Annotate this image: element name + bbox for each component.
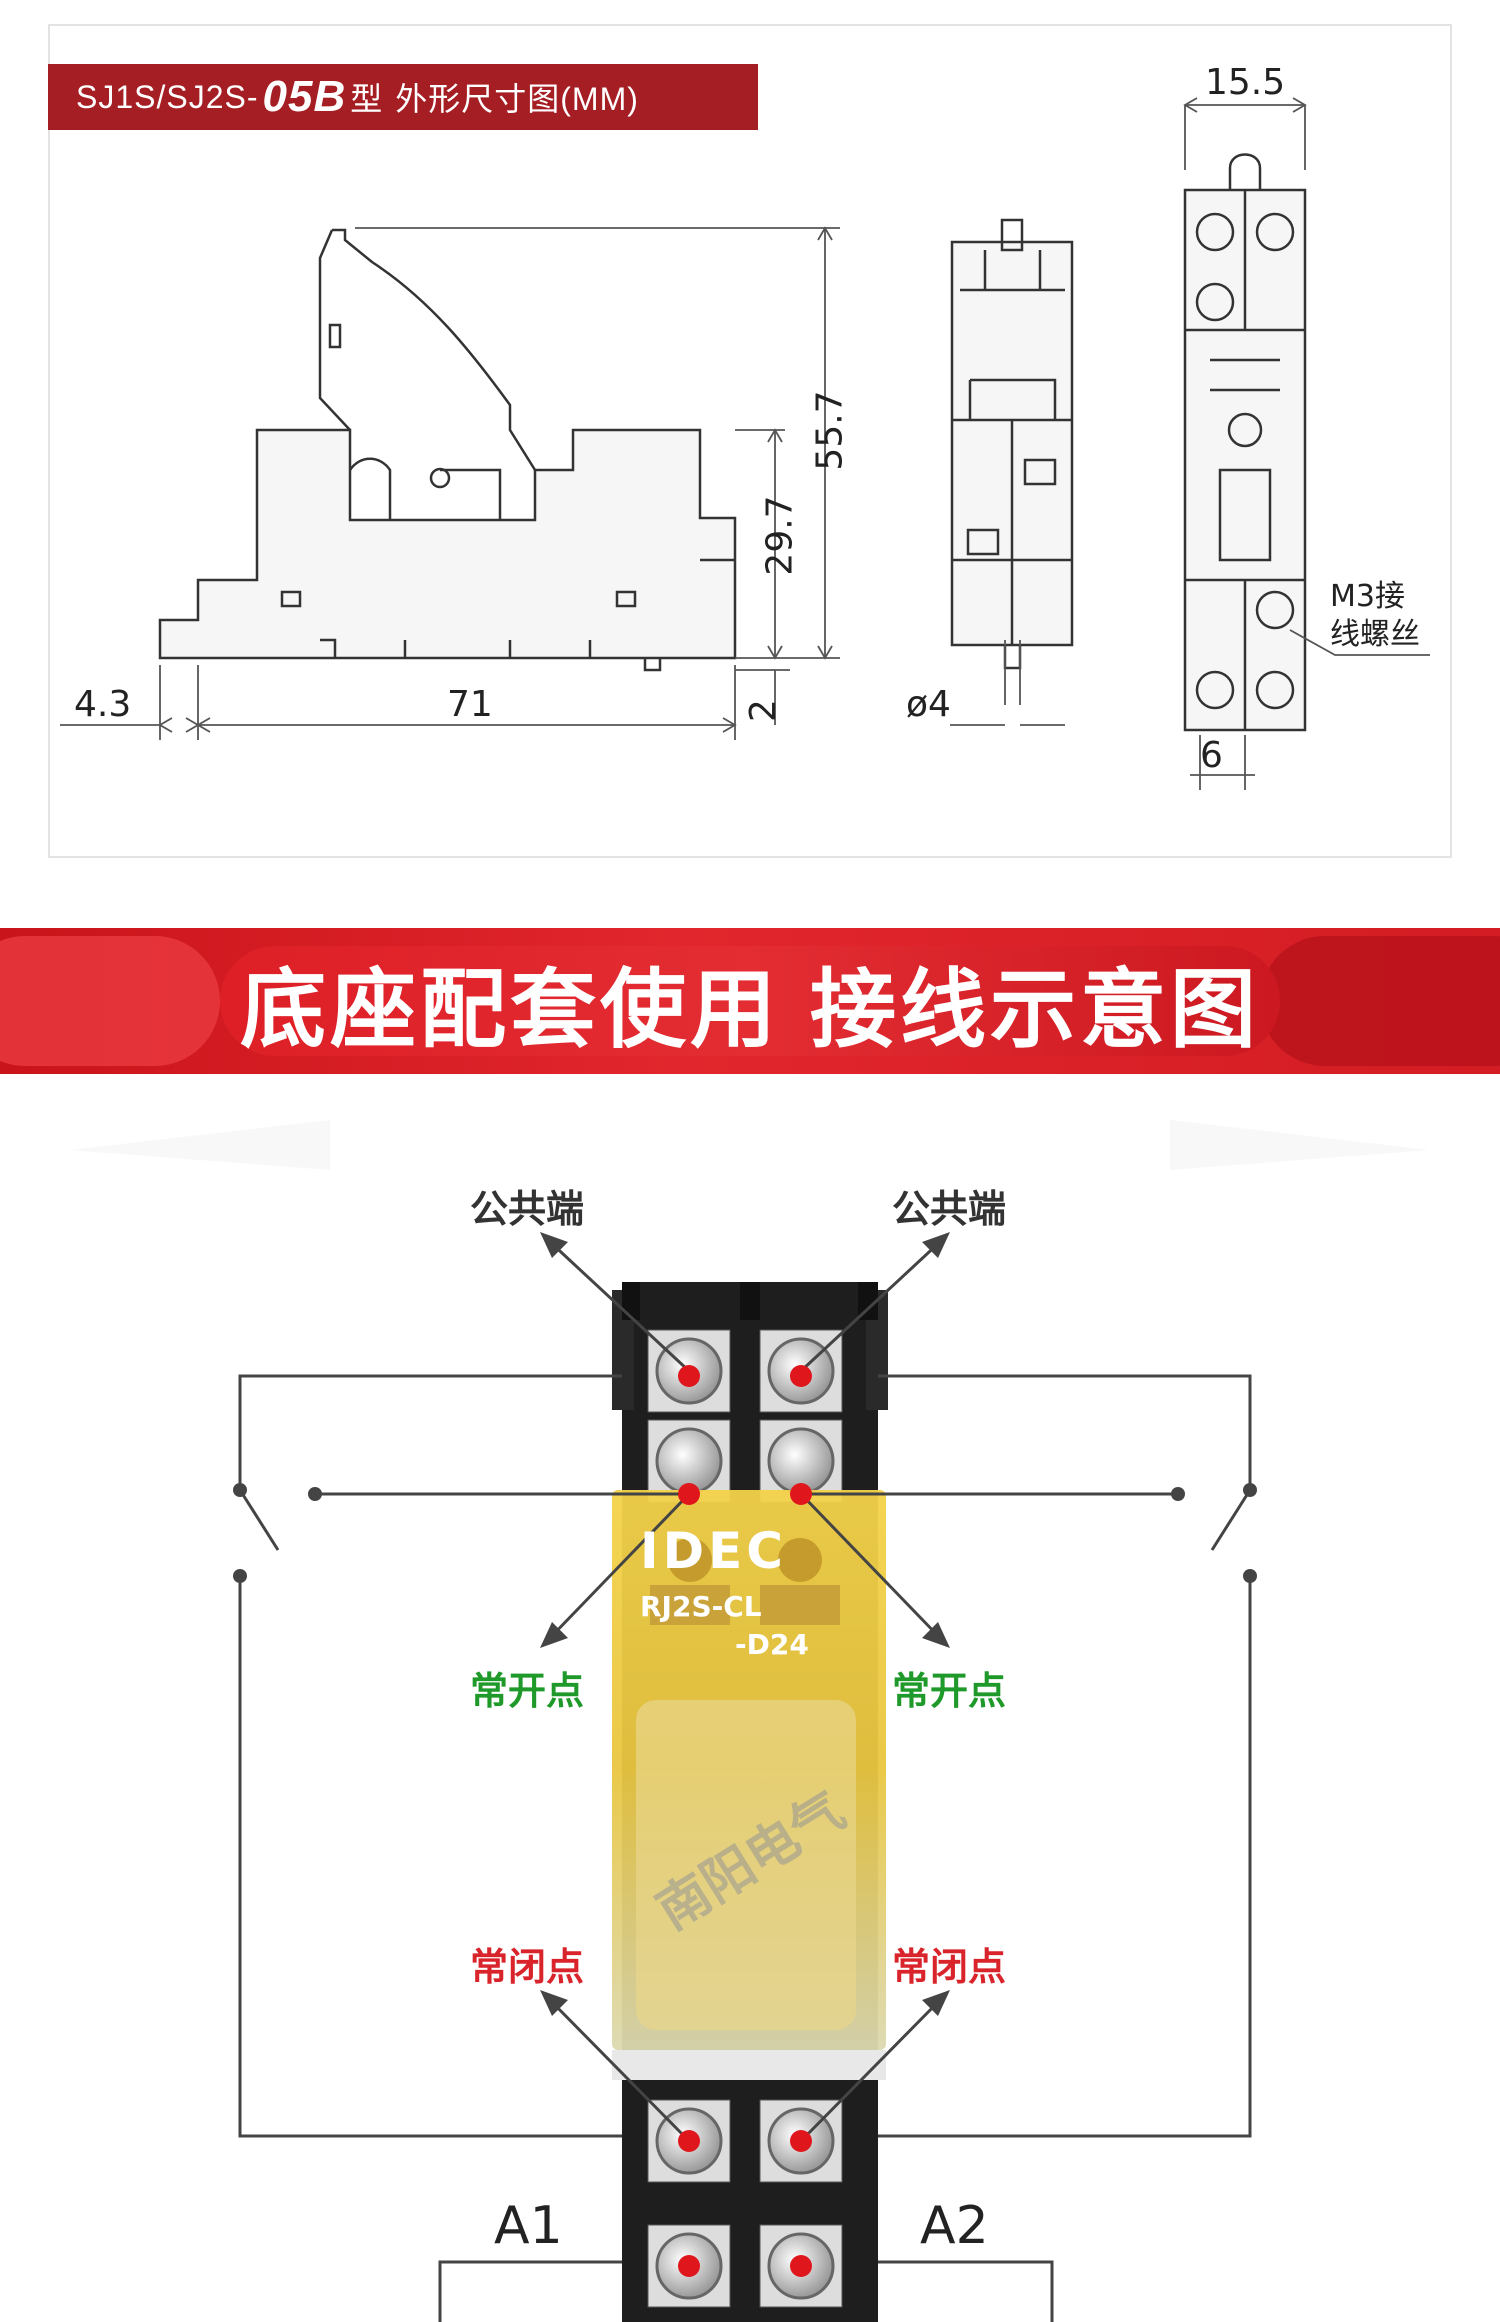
circuit-wires	[238, 1374, 1252, 2322]
screw-note: M3接 线螺丝	[1330, 578, 1420, 654]
arrow-heads	[540, 1232, 950, 2016]
dim-length: 71	[447, 684, 493, 725]
label-coil-a1: A1	[494, 2196, 563, 2256]
label-no-left: 常开点	[470, 1669, 585, 1713]
label-no-right: 常开点	[892, 1669, 1007, 1713]
screw-note-line1: M3接	[1330, 579, 1405, 614]
socket-side-view	[158, 228, 737, 672]
label-common-left: 公共端	[470, 1187, 585, 1231]
banner-text-left: 底座配套使用	[240, 961, 780, 1058]
relay-model-line2: -D24	[735, 1628, 809, 1661]
terminal-dots	[678, 1365, 812, 2277]
banner-decoration-right	[1260, 936, 1500, 1066]
dim-hole-diameter: ø4	[906, 684, 951, 725]
socket-front-view	[950, 218, 1074, 670]
dimension-title: SJ1S/SJ2S- 05B 型 外形尺寸图(MM)	[48, 64, 758, 130]
dim-terminal-pitch: 6	[1200, 735, 1223, 776]
background-rays	[70, 1120, 1430, 1170]
socket-top-view	[1183, 153, 1307, 732]
leader-arrows	[546, 1238, 944, 2143]
dim-width-top: 15.5	[1205, 62, 1286, 103]
banner-text-right: 接线示意图	[810, 961, 1260, 1058]
dim-left-offset: 4.3	[74, 684, 132, 725]
banner-bar	[220, 946, 1280, 1056]
label-coil-a2: A2	[920, 2196, 989, 2256]
screw-note-line2: 线螺丝	[1330, 617, 1420, 652]
title-caption: 外形尺寸图(MM)	[395, 81, 639, 117]
label-nc-left: 常闭点	[470, 1945, 585, 1989]
title-model-suffix: 型	[350, 81, 384, 117]
section-banner	[0, 928, 1500, 1074]
banner-heading: 底座配套使用 接线示意图	[0, 928, 1500, 1074]
banner-decoration-left	[0, 936, 220, 1066]
title-model-prefix: SJ1S/SJ2S-	[76, 78, 259, 115]
relay-model-line1: RJ2S-CL	[640, 1590, 762, 1623]
label-nc-right: 常闭点	[892, 1945, 1007, 1989]
relay-brand: IDEC	[640, 1522, 787, 1580]
circuit-nodes	[233, 1483, 1257, 1583]
title-model-code: 05B	[262, 72, 347, 121]
label-common-right: 公共端	[892, 1187, 1007, 1231]
relay-body	[612, 1490, 886, 2080]
